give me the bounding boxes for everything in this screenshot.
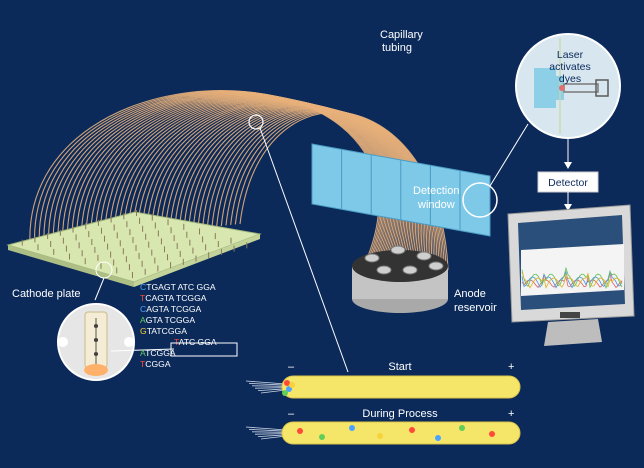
cathode-label: Cathode plate: [12, 288, 81, 300]
detection-window-label-1: Detection: [413, 185, 459, 197]
laser-label-1: Laser: [557, 49, 584, 61]
detection-zoom-marker: [462, 182, 498, 218]
detector-label: Detector: [548, 177, 588, 189]
cathode-zoom-line: [94, 277, 105, 301]
sequence-line: TCGGA: [140, 359, 171, 369]
anode-reservoir: [352, 245, 448, 313]
laser-zoom-line: [489, 123, 529, 187]
sequence-line: TATC GGA: [174, 337, 217, 347]
electropherogram-traces: [521, 266, 623, 290]
lane-start-plus: +: [508, 361, 514, 373]
sequence-pointer: [110, 348, 175, 352]
cathode-pins: [21, 209, 248, 279]
sequence-line: ATCGGA: [140, 348, 176, 358]
lane-process-fibers: [245, 426, 287, 440]
lane-start-fibers: [245, 380, 287, 394]
capillary-label-2: tubing: [382, 42, 412, 54]
anode-label-2: reservoir: [454, 302, 497, 314]
capillary-end-zoom: [57, 303, 135, 381]
monitor: [507, 204, 635, 346]
tubing-zoom-marker: [248, 114, 264, 130]
sequence-line: CTGAGT ATC GGA: [140, 282, 216, 292]
anode-wells: [364, 245, 444, 275]
sequence-line: TCAGTA TCGGA: [140, 293, 207, 303]
detection-window-label-2: window: [417, 199, 455, 211]
capillary-label-1: Capillary: [380, 29, 423, 41]
lane-process-minus: –: [288, 408, 295, 420]
highlighted-fragment-box: [170, 342, 238, 357]
lane-start-title: Start: [388, 361, 411, 373]
sequence-line: AGTA TCGGA: [140, 315, 195, 325]
lane-process-plus: +: [508, 408, 514, 420]
sequence-line: CAGTA TCGGA: [140, 304, 202, 314]
lane-during-process: During Process – +: [245, 408, 521, 445]
laser-label-3: dyes: [559, 73, 581, 85]
detection-window: [311, 143, 491, 237]
cathode-plate: [6, 209, 262, 287]
sequence-line: GTATCGGA: [140, 326, 187, 336]
lane-start-minus: –: [288, 361, 295, 373]
anode-label-1: Anode: [454, 288, 486, 300]
lane-start: Start – +: [245, 361, 521, 399]
tubing-zoom-line: [259, 127, 349, 373]
lane-process-title: During Process: [362, 408, 438, 420]
laser-label-2: activates: [549, 61, 590, 73]
